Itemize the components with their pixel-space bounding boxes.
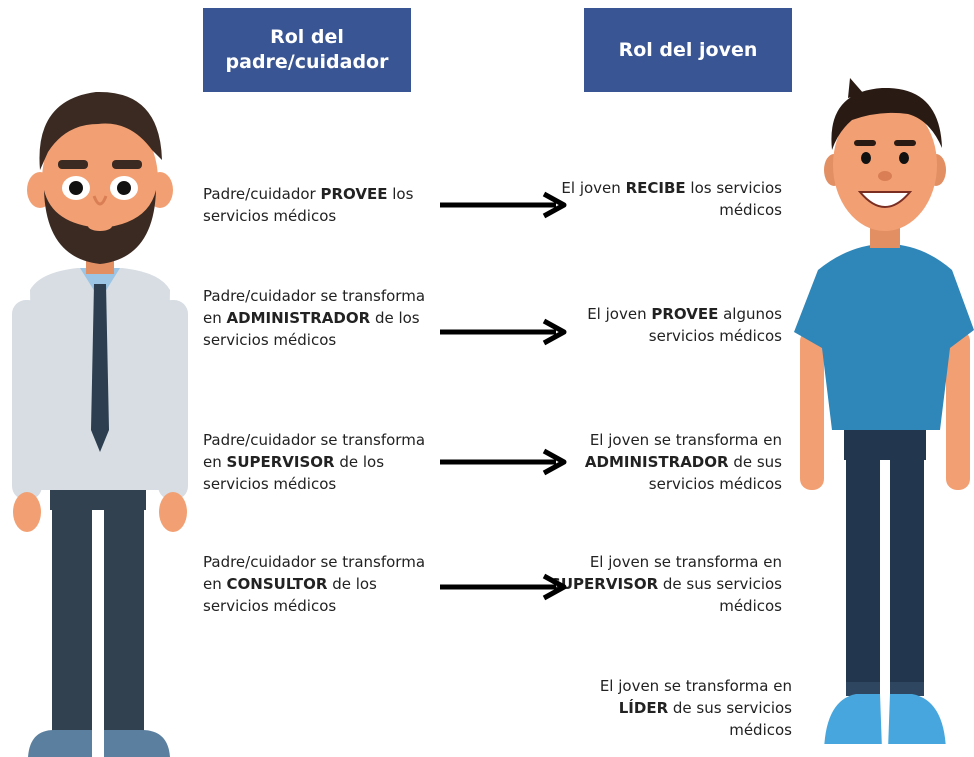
- emphasis-text: CONSULTOR: [226, 575, 328, 593]
- arrow-right-icon: [440, 448, 567, 476]
- emphasis-text: PROVEE: [651, 305, 719, 323]
- body-text: de sus servicios médicos: [668, 699, 792, 739]
- body-text: los servicios médicos: [685, 179, 782, 219]
- body-text: El joven: [561, 179, 626, 197]
- parent-role-step-1: Padre/cuidador PROVEE los servicios médi…: [203, 183, 443, 227]
- body-text: de los servicios médicos: [203, 309, 420, 349]
- emphasis-text: PROVEE: [320, 185, 388, 203]
- body-text: El joven se transforma en: [589, 431, 782, 449]
- arrow-right-icon: [440, 191, 567, 219]
- body-text: El joven se transforma en: [599, 677, 792, 695]
- body-text: de los servicios médicos: [203, 453, 385, 493]
- body-text: Padre/cuidador: [203, 185, 321, 203]
- body-text: los servicios médicos: [203, 185, 414, 225]
- body-text: Padre/cuidador se transforma en: [203, 553, 426, 593]
- parent-figure-icon: [12, 91, 188, 757]
- youth-role-step-1: El joven RECIBE los servicios médicos: [548, 177, 782, 221]
- emphasis-text: ADMINISTRADOR: [226, 309, 371, 327]
- youth-role-step-4: El joven se transforma en SUPERVISOR de …: [548, 551, 782, 617]
- body-text: algunos servicios médicos: [648, 305, 782, 345]
- youth-figure-icon: [794, 78, 974, 752]
- parent-role-header-text: Rol del padre/cuidador: [225, 26, 389, 73]
- body-text: El joven se transforma en: [589, 553, 782, 571]
- youth-role-header: Rol del joven: [584, 8, 792, 92]
- arrow-right-icon: [440, 318, 567, 346]
- parent-role-step-4: Padre/cuidador se transforma en CONSULTO…: [203, 551, 443, 617]
- parent-role-header: Rol del padre/cuidador: [203, 8, 411, 92]
- emphasis-text: RECIBE: [625, 179, 686, 197]
- youth-role-step-2: El joven PROVEE algunos servicios médico…: [548, 303, 782, 347]
- parent-role-step-2: Padre/cuidador se transforma en ADMINIST…: [203, 285, 443, 351]
- parent-role-step-3: Padre/cuidador se transforma en SUPERVIS…: [203, 429, 443, 495]
- body-text: de sus servicios médicos: [658, 575, 782, 615]
- emphasis-text: SUPERVISOR: [226, 453, 335, 471]
- youth-role-header-text: Rol del joven: [618, 38, 758, 61]
- body-text: de los servicios médicos: [203, 575, 377, 615]
- emphasis-text: LÍDER: [618, 699, 669, 717]
- emphasis-text: ADMINISTRADOR: [584, 453, 729, 471]
- emphasis-text: SUPERVISOR: [550, 575, 659, 593]
- body-text: Padre/cuidador se transforma en: [203, 431, 426, 471]
- body-text: Padre/cuidador se transforma en: [203, 287, 426, 327]
- youth-role-step-5: El joven se transforma en LÍDER de sus s…: [560, 675, 792, 741]
- youth-role-step-3: El joven se transforma en ADMINISTRADOR …: [548, 429, 782, 495]
- body-text: de sus servicios médicos: [648, 453, 782, 493]
- body-text: El joven: [587, 305, 652, 323]
- arrow-right-icon: [440, 573, 567, 601]
